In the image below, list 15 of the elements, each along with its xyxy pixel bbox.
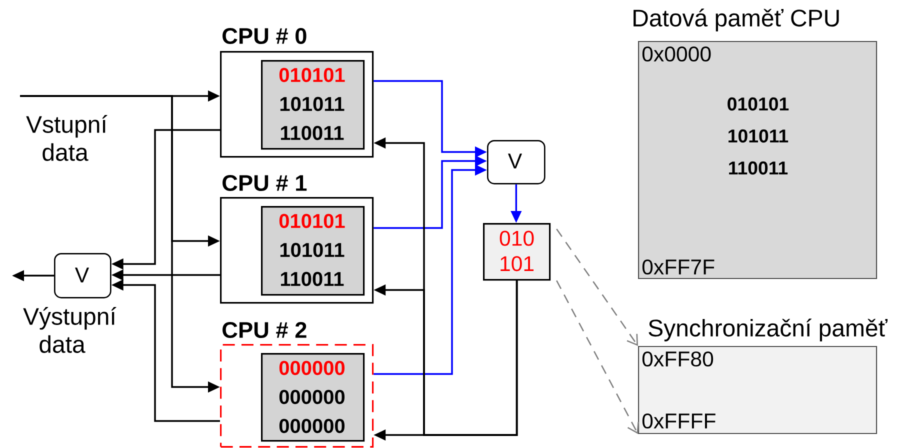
memory-map-box: Datová paměť CPU 0x0000 010101 101011 110011 0xFF7F [634,8,878,280]
io-label: Vstupní data [26,115,108,161]
memory-box: 010101 101011 110011 [261,206,365,296]
node-label: Synchronizační paměť [648,318,888,342]
memory-map-box: Synchronizační paměť 0xFF80 0xFFFF [638,318,888,434]
io-label: Výstupní data [23,307,116,353]
node-label: CPU # 1 [222,174,307,192]
voter-box: V [487,140,546,184]
register-box: 010 101 [483,222,551,281]
memory-box: 010101 101011 110011 [261,60,365,150]
voter-box: V [54,252,112,298]
memory-box: 000000 000000 000000 [261,353,365,442]
node-label: Datová paměť CPU [634,8,839,32]
node-label: CPU # 0 [222,28,306,44]
node-label: CPU # 2 [222,322,306,338]
